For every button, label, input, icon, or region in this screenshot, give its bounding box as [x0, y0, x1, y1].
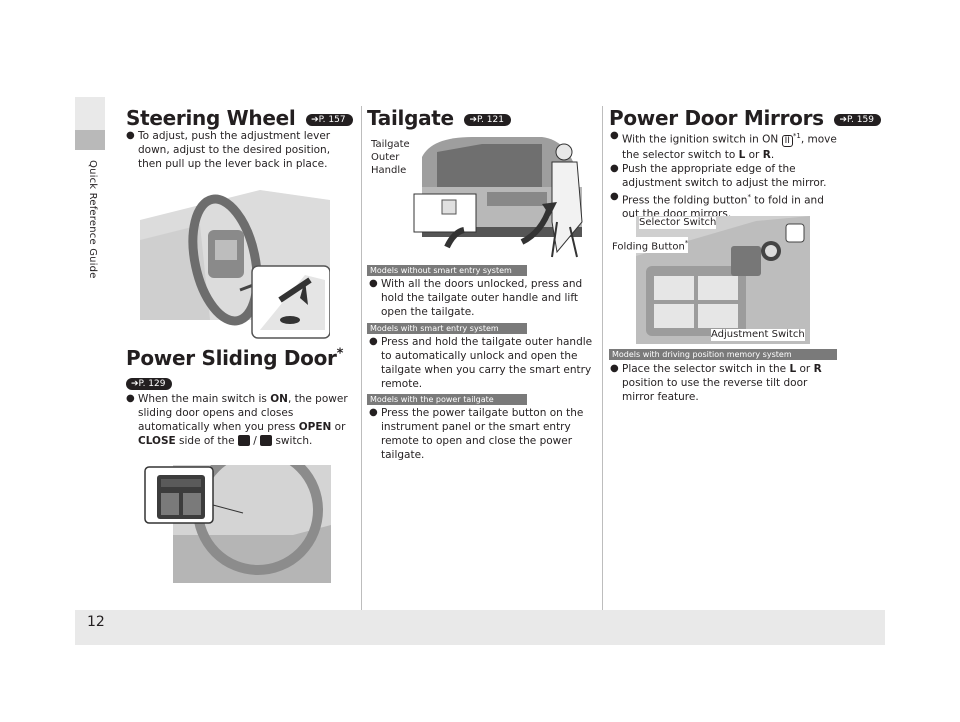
- sliding-text: When the main switch is ON, the power sl…: [138, 393, 348, 447]
- tailgate-bullet-1: ● With all the doors unlocked, press and…: [369, 277, 594, 319]
- column-divider: [361, 106, 362, 610]
- adjustment-switch-label: Adjustment Switch: [711, 329, 805, 341]
- tailgate-model-bar-1: Models without smart entry system: [367, 265, 527, 276]
- tailgate-text-1: With all the doors unlocked, press and h…: [381, 278, 583, 318]
- door-left-icon: [237, 435, 250, 446]
- folding-button-label: Folding Button*: [612, 237, 689, 254]
- steering-wheel-illustration: [140, 180, 330, 340]
- bullet-icon: ●: [610, 363, 619, 374]
- bullet-icon: ●: [369, 336, 378, 347]
- steering-text: To adjust, push the adjustment lever dow…: [138, 130, 331, 170]
- door-right-icon: [260, 435, 273, 446]
- bullet-icon: ●: [610, 190, 619, 202]
- mirrors-ref-text: P. 159: [847, 114, 874, 125]
- tailgate-bullet-3: ● Press the power tailgate button on the…: [369, 406, 594, 462]
- sliding-bullet: ● When the main switch is ON, the power …: [126, 392, 356, 448]
- tailgate-title: Tailgate ➔P. 121: [367, 106, 511, 130]
- tailgate-ref-text: P. 121: [477, 114, 504, 125]
- steering-ref-text: P. 157: [318, 114, 346, 125]
- side-tab-label: Quick Reference Guide: [87, 160, 98, 279]
- tailgate-bullet-2: ● Press and hold the tailgate outer hand…: [369, 335, 594, 391]
- page-number: 12: [87, 614, 105, 630]
- tailgate-illustration: [392, 132, 592, 260]
- tailgate-ref-link[interactable]: ➔P. 121: [464, 113, 511, 126]
- column-divider: [602, 106, 603, 610]
- bullet-icon: ●: [126, 393, 135, 404]
- tailgate-text-2: Press and hold the tailgate outer handle…: [381, 336, 593, 390]
- mirrors-bullet-4: ● Place the selector switch in the L or …: [610, 363, 822, 403]
- sliding-title: Power Sliding Door*: [126, 346, 343, 370]
- bullet-icon: ●: [369, 407, 378, 418]
- footnote-star: *: [336, 346, 344, 362]
- mirrors-title: Power Door Mirrors ➔P. 159: [609, 106, 881, 130]
- bullet-icon: ●: [610, 162, 619, 174]
- steering-bullet: ● To adjust, push the adjustment lever d…: [126, 129, 356, 171]
- mirrors-bullet-1: ● With the ignition switch in ON II*1, m…: [610, 130, 837, 161]
- bullet-icon: ●: [610, 130, 619, 141]
- tailgate-model-bar-3: Models with the power tailgate: [367, 394, 527, 405]
- ignition-icon: II: [781, 134, 793, 147]
- bullet-icon: ●: [126, 130, 135, 141]
- side-tab: [75, 130, 105, 610]
- tailgate-model-bar-2: Models with smart entry system: [367, 323, 527, 334]
- selector-switch-label: Selector Switch: [639, 217, 717, 229]
- side-tab-marker: [75, 130, 105, 150]
- mirrors-model-bar: Models with driving position memory syst…: [609, 349, 837, 360]
- sliding-ref-text: P. 129: [138, 378, 166, 389]
- tailgate-title-text: Tailgate: [367, 106, 454, 130]
- tailgate-text-3: Press the power tailgate button on the i…: [381, 407, 584, 461]
- sliding-title-text: Power Sliding Door: [126, 346, 337, 370]
- steering-title-text: Steering Wheel: [126, 106, 296, 130]
- mirrors-title-text: Power Door Mirrors: [609, 106, 824, 130]
- mirrors-bullets: ● With the ignition switch in ON II*1, m…: [610, 129, 838, 221]
- steering-ref-link[interactable]: ➔P. 157: [306, 113, 353, 126]
- sliding-door-illustration: [143, 465, 331, 583]
- sliding-ref-row: ➔P. 129: [126, 373, 173, 392]
- mirror-switch-illustration: [636, 216, 810, 344]
- bullet-icon: ●: [369, 278, 378, 289]
- tailgate-handle-label: Tailgate Outer Handle: [371, 138, 415, 177]
- mirrors-bullet-2: ● Push the appropriate edge of the adjus…: [610, 162, 827, 189]
- mirrors-ref-link[interactable]: ➔P. 159: [834, 113, 881, 126]
- steering-title: Steering Wheel ➔P. 157: [126, 106, 353, 130]
- sliding-ref-link[interactable]: ➔P. 129: [126, 377, 173, 390]
